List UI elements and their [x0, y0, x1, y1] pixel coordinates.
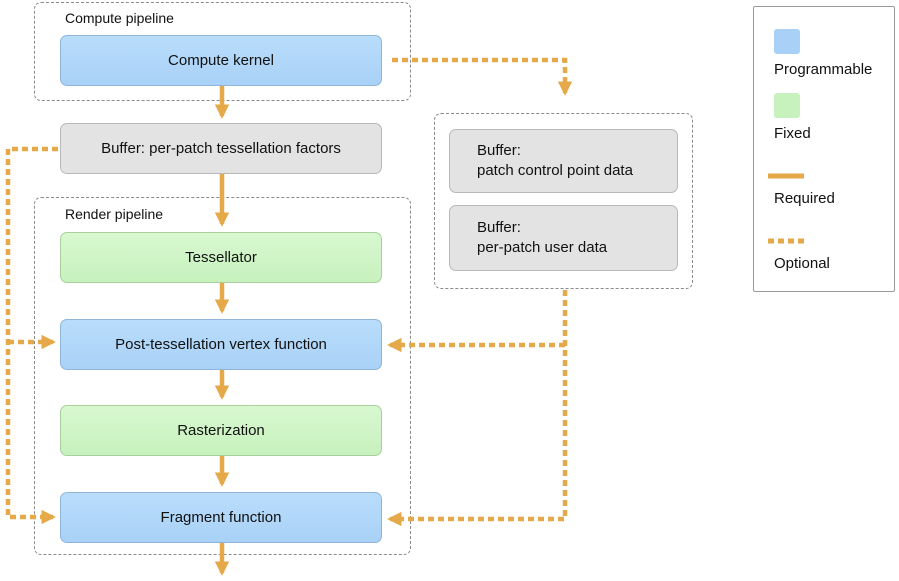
tessellation-factors-label: Buffer: per-patch tessellation factors [101, 139, 341, 157]
rasterization-box: Rasterization [60, 405, 382, 456]
control-point-line1: Buffer: [477, 142, 521, 159]
fixed-swatch [774, 93, 800, 118]
legend-required: Required [774, 190, 835, 207]
legend-optional: Optional [774, 255, 830, 272]
user-data-line2: per-patch user data [477, 239, 608, 256]
required-line-icon [768, 173, 804, 179]
post-tessellation-vertex-box: Post-tessellation vertex function [60, 319, 382, 370]
buffers-group [434, 113, 693, 289]
tessellation-factors-buffer: Buffer: per-patch tessellation factors [60, 123, 382, 174]
legend-fixed: Fixed [774, 125, 811, 142]
render-pipeline-label: Render pipeline [65, 206, 164, 222]
rasterization-label: Rasterization [177, 421, 265, 439]
dashed-buffers-to-fragment [387, 290, 568, 527]
compute-pipeline-label: Compute pipeline [65, 10, 174, 26]
fragment-function-box: Fragment function [60, 492, 382, 543]
legend-programmable: Programmable [774, 61, 873, 78]
compute-kernel-label: Compute kernel [168, 51, 274, 69]
tessellator-label: Tessellator [185, 248, 257, 266]
control-point-line2: patch control point data [477, 162, 633, 179]
user-data-buffer: Buffer: per-patch user data [449, 205, 678, 271]
programmable-swatch [774, 29, 800, 54]
compute-kernel-box: Compute kernel [60, 35, 382, 86]
control-point-buffer: Buffer: patch control point data [449, 129, 678, 193]
optional-line-icon [768, 238, 806, 244]
dashed-kernel-buffers [392, 57, 573, 96]
post-tessellation-vertex-label: Post-tessellation vertex function [115, 335, 327, 353]
user-data-line1: Buffer: [477, 219, 521, 236]
dashed-factors-left-branch [5, 146, 58, 525]
tessellator-box: Tessellator [60, 232, 382, 283]
legend: Programmable Fixed Required Optional [753, 6, 895, 292]
fragment-function-label: Fragment function [160, 508, 282, 526]
